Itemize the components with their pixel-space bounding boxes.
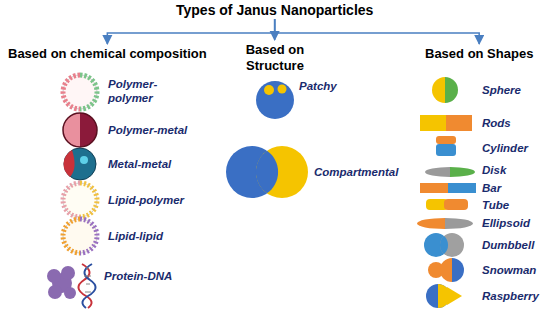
polymer-shell [63,75,80,109]
disk-half [450,167,475,177]
particle-core [63,219,97,253]
cylinder-part [436,136,456,144]
raspberry-triangle [447,287,462,305]
bar-half [420,183,448,193]
tree-connector [107,19,274,44]
disk-half [425,167,450,177]
type-label: Lipid-polymer [108,193,184,207]
type-label: Rods [482,116,511,130]
type-label: Sphere [482,83,521,97]
type-label: Protein-DNA [104,269,172,283]
polymer-metal-icon [63,113,97,147]
diagram-title: Types of Janus Nanoparticles [176,2,373,18]
protein-lobe [64,287,76,299]
type-label: Dumbbell [482,238,534,252]
dumbbell-lobe [440,233,464,257]
lipid-lipid-icon [63,219,97,253]
metal-dot [80,156,88,164]
sphere-half [432,77,445,103]
type-label: Metal-metal [108,157,171,171]
cylinder-part [436,144,456,156]
dna-strand [82,264,95,308]
particle-core [63,75,97,109]
snowman-half [440,258,452,282]
particle-outline [63,113,97,147]
protein-blob [47,266,76,299]
type-label: Patchy [299,79,337,93]
compartment [226,146,278,198]
rod-half [446,115,472,131]
polymer-shell [80,75,97,109]
category-node: Based on chemical composition [8,46,207,62]
category-heading: Based on chemical composition [8,46,207,62]
polymer-half [63,113,80,147]
type-label: Lipid-lipid [108,229,163,243]
type-label: Compartmental [314,165,398,179]
snowman-half [452,258,464,282]
type-label: Polymer-polymer [108,77,166,105]
disk-icon [425,167,475,177]
type-label: Bar [482,181,501,195]
sphere-half [445,77,458,103]
tube-half [444,199,468,210]
metal-metal-icon [64,148,96,180]
category-node: Based on Shapes [425,46,533,62]
dna-rungs [84,268,91,292]
type-label: Tube [482,198,509,212]
patch [264,85,274,95]
type-label: Polymer-metal [108,123,187,137]
protein-lobe [61,266,75,280]
raspberry-icon [426,284,462,308]
compartmental-icon [226,146,308,198]
lipid-shell [63,183,80,217]
raspberry-core [426,284,450,308]
dumbbell-icon [424,233,464,257]
lipid-polymer-icon [63,183,97,217]
category-node: Based on Structure [239,42,311,74]
lipid-shell [63,219,80,253]
category-heading: Based on Structure [239,42,311,74]
tree-connector [275,19,480,44]
type-label: Cylinder [482,141,528,155]
rod-half [420,115,446,131]
protein-lobe [48,285,62,299]
title-node: Types of Janus Nanoparticles [176,2,373,18]
metal-half [80,113,97,147]
patch [278,85,287,94]
category-heading: Based on Shapes [425,46,533,62]
type-label: Snowman [482,263,536,277]
rods-icon [420,115,472,131]
dumbbell-lobe [424,233,448,257]
compartment-overlap [256,151,278,194]
cylinder-icon [436,136,456,156]
sphere-icon [432,77,458,103]
bar-half [448,183,476,193]
tube-icon [426,199,468,210]
protein-dna-icon [47,264,96,308]
dumbbell-joint [440,236,448,254]
protein-lobe [47,269,61,283]
particle-core [63,183,97,217]
metal-core [64,148,96,180]
type-label: Disk [482,163,506,177]
polymer-shell [80,183,97,217]
polymer-polymer-icon [63,75,97,109]
type-label: Ellipsoid [482,216,530,230]
ellipsoid-half [417,218,445,229]
patchy-icon [256,81,294,119]
metal-patch [64,150,75,177]
lipid-shell [80,219,97,253]
bar-icon [420,183,476,193]
patchy-particle [256,81,294,119]
type-label: Raspberry [482,289,539,303]
ellipsoid-icon [417,218,473,229]
compartment [256,146,308,198]
snowman-icon [428,258,464,282]
ellipsoid-half [445,218,473,229]
